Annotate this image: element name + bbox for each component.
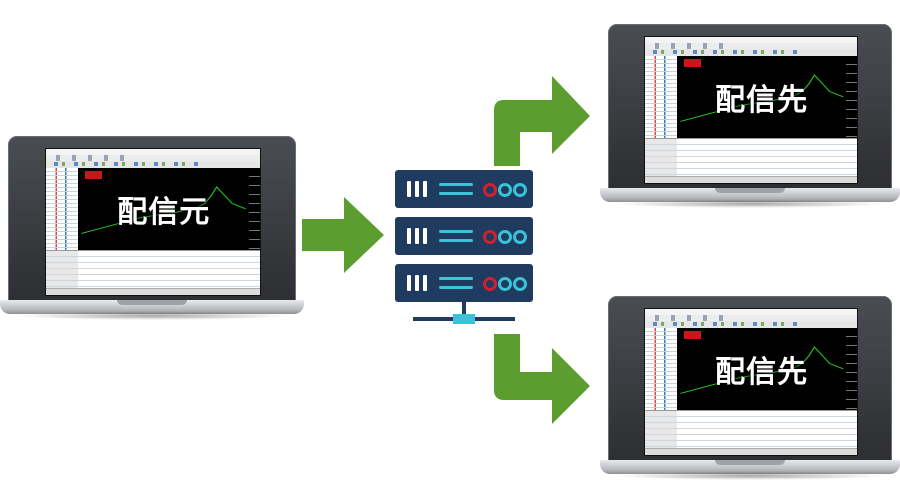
led-teal-icon [513, 230, 527, 244]
server-unit-1 [395, 170, 533, 208]
target-label-bottom: 配信先 [715, 354, 809, 390]
source-laptop: 配信元 [0, 136, 304, 320]
led-red-icon [483, 183, 497, 197]
led-red-icon [483, 277, 497, 291]
arrow-right-icon [302, 197, 384, 273]
network-hub-icon [453, 314, 475, 324]
target-laptop-top: 配信先 [600, 24, 900, 208]
led-red-icon [483, 230, 497, 244]
led-teal-icon [498, 230, 512, 244]
arrow-to-target-bottom [494, 334, 590, 424]
laptop-base [600, 188, 900, 202]
arrow-down-right-icon [494, 334, 590, 424]
laptop-base [600, 460, 900, 474]
laptop-base [0, 300, 304, 314]
led-teal-icon [513, 183, 527, 197]
trading-platform-screen: 配信元 [45, 148, 261, 296]
server-rack [395, 170, 533, 330]
trading-platform-screen: 配信先 [644, 36, 858, 184]
led-teal-icon [498, 277, 512, 291]
arrow-to-server [302, 197, 384, 273]
led-teal-icon [498, 183, 512, 197]
price-chart [81, 186, 247, 234]
price-chart [680, 74, 844, 122]
network-stem [462, 302, 466, 318]
server-unit-3 [395, 264, 533, 302]
source-label: 配信元 [117, 194, 211, 230]
target-laptop-bottom: 配信先 [600, 296, 900, 480]
arrow-up-right-icon [494, 76, 590, 166]
target-label-top: 配信先 [715, 82, 809, 118]
arrow-to-target-top [494, 76, 590, 166]
led-teal-icon [513, 277, 527, 291]
trading-platform-screen: 配信先 [644, 308, 858, 456]
price-chart [680, 346, 844, 394]
server-unit-2 [395, 217, 533, 255]
